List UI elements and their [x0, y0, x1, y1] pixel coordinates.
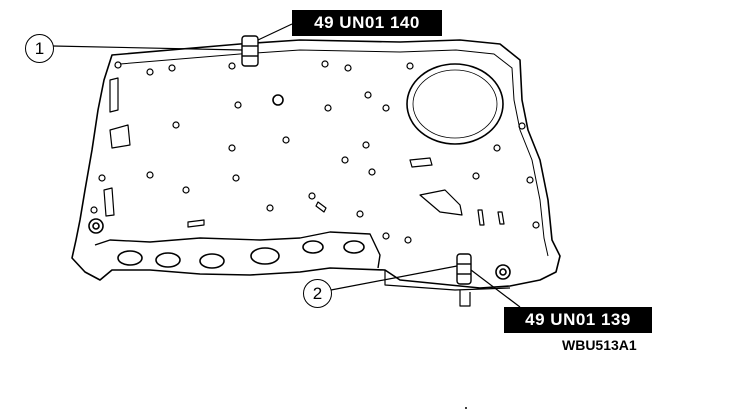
large-bore	[406, 63, 504, 145]
lower-rail	[94, 231, 381, 269]
leader-line-1	[52, 45, 243, 51]
tool-pin-2	[456, 253, 472, 285]
leader-line-2	[330, 265, 458, 291]
callout-number-1: 1	[25, 34, 54, 63]
callout-number-2: 2	[303, 279, 332, 308]
figure-code: WBU513A1	[562, 337, 637, 353]
tool-label-1: 49 UN01 140	[292, 10, 442, 36]
valve-body-plate	[71, 39, 561, 289]
tool-label-2: 49 UN01 139	[504, 307, 652, 333]
tool-pin-1	[241, 35, 259, 67]
plate-inner-edge	[119, 49, 549, 257]
